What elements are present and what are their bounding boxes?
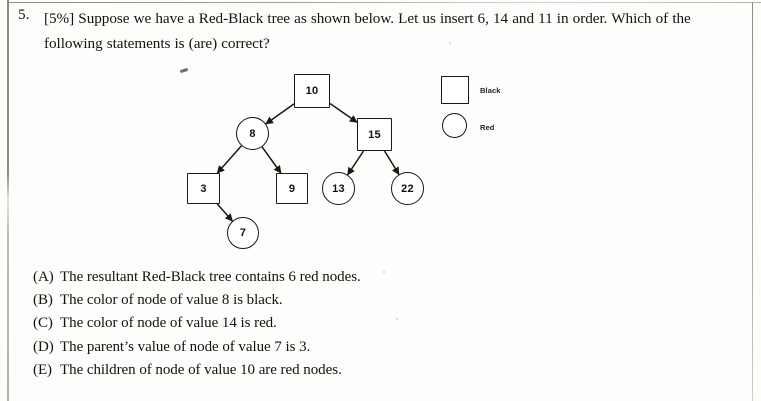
legend-black-label: Black — [480, 86, 501, 95]
tree-edge-8-to-3 — [216, 145, 243, 174]
legend-red-circle-icon — [442, 113, 467, 138]
answer-option-key: (B) — [33, 292, 53, 309]
tree-edge-10-to-8 — [265, 103, 295, 125]
tree-edges-svg — [216, 102, 400, 222]
tree-node-label: 7 — [239, 227, 247, 239]
tree-node-label: 22 — [401, 182, 414, 195]
tree-node-label: 15 — [368, 128, 381, 141]
answer-option-b[interactable]: (B) The color of node of value 8 is black… — [33, 292, 673, 315]
tree-node-label: 8 — [249, 127, 256, 140]
question-block: 5. [5%] Suppose we have a Red-Black tree… — [18, 6, 744, 56]
answer-option-text: The children of node of value 10 are red… — [60, 361, 342, 378]
tree-node-7: 7 — [227, 217, 259, 249]
legend-black-square-icon — [441, 76, 469, 104]
tree-edge-8-to-9 — [261, 146, 282, 174]
tree-node-9: 9 — [276, 173, 308, 204]
answer-option-d[interactable]: (D) The parent’s value of node of value 7… — [33, 339, 673, 362]
tree-edge-10-to-15 — [329, 102, 358, 123]
color-legend: Black Red — [438, 70, 548, 140]
answer-option-key: (D) — [33, 338, 54, 355]
page-border-top — [7, 2, 761, 4]
tree-node-22: 22 — [391, 172, 424, 205]
answer-option-text: The color of node of value 14 is red. — [60, 315, 277, 332]
answer-option-text: The resultant Red-Black tree contains 6 … — [60, 269, 361, 285]
tree-node-label: 10 — [305, 85, 319, 97]
answer-options-list: (A) The resultant Red-Black tree contains… — [33, 269, 673, 385]
tree-node-8: 8 — [236, 117, 269, 150]
question-stem-text: [5%] Suppose we have a Red-Black tree as… — [44, 10, 691, 52]
page-border-right — [752, 2, 754, 401]
answer-option-e[interactable]: (E) The children of node of value 10 are … — [33, 362, 673, 385]
tree-node-10: 10 — [294, 74, 330, 108]
answer-option-text: The color of node of value 8 is black. — [60, 292, 283, 309]
tree-node-label: 3 — [200, 182, 207, 195]
tree-node-3: 3 — [187, 173, 220, 204]
answer-option-a[interactable]: (A) The resultant Red-Black tree contains… — [33, 269, 673, 292]
tree-node-label: 9 — [288, 182, 296, 195]
tree-edge-15-to-13 — [347, 150, 365, 176]
legend-red-label: Red — [480, 123, 495, 132]
tree-edge-3-to-7 — [216, 203, 233, 222]
tree-node-label: 13 — [332, 182, 345, 195]
question-number: 5. — [18, 6, 30, 23]
tree-node-15: 15 — [357, 118, 392, 151]
answer-option-key: (C) — [33, 315, 53, 332]
answer-option-key: (E) — [33, 361, 53, 378]
answer-option-c[interactable]: (C) The color of node of value 14 is red. — [33, 315, 673, 338]
tree-edge-15-to-22 — [383, 150, 400, 176]
red-black-tree-diagram: 10 8 15 3 9 13 22 7 — [0, 55, 560, 260]
answer-option-key: (A) — [33, 269, 54, 285]
answer-option-text: The parent’s value of node of value 7 is… — [60, 338, 311, 355]
tree-node-13: 13 — [322, 172, 355, 205]
